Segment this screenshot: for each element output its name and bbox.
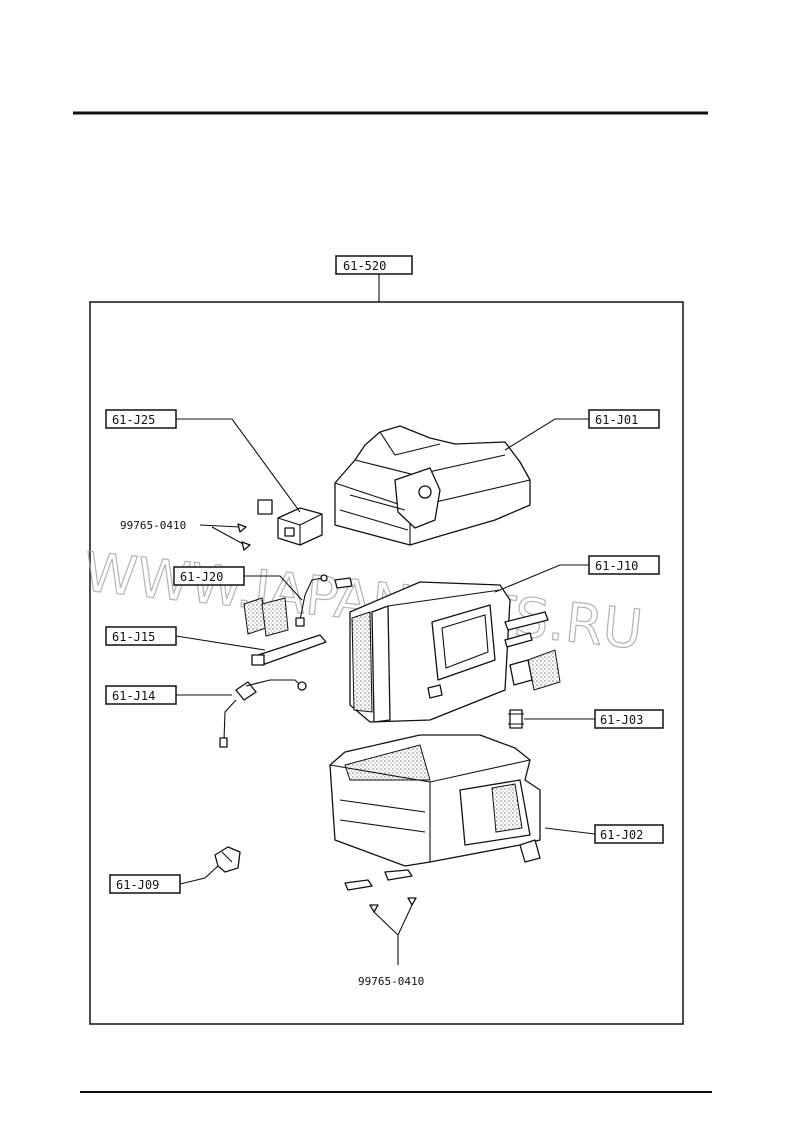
assembly-label-text: 61-520 xyxy=(343,259,386,273)
drain-tube-part[interactable] xyxy=(251,634,327,666)
label-61-J01[interactable]: 61-J01 xyxy=(588,409,660,429)
label-61-J15[interactable]: 61-J15 xyxy=(105,626,177,646)
svg-text:61-J10: 61-J10 xyxy=(595,559,638,573)
svg-text:61-J01: 61-J01 xyxy=(595,413,638,427)
screw-part-number-upper: 99765-0410 xyxy=(120,519,186,532)
clip-part[interactable] xyxy=(508,709,524,729)
clamp-part[interactable] xyxy=(214,846,241,873)
svg-text:61-J09: 61-J09 xyxy=(116,878,159,892)
screw-part-number-lower: 99765-0410 xyxy=(358,975,424,988)
assembly-label[interactable]: 61-520 xyxy=(335,255,413,275)
lower-screws[interactable] xyxy=(344,869,417,913)
upper-case-part[interactable] xyxy=(334,425,531,546)
label-61-J25[interactable]: 61-J25 xyxy=(105,409,177,429)
resistor-part[interactable] xyxy=(257,499,323,546)
label-61-J09[interactable]: 61-J09 xyxy=(109,874,181,894)
assembly-frame xyxy=(89,301,684,1025)
svg-text:61-J25: 61-J25 xyxy=(112,413,155,427)
evaporator-part[interactable] xyxy=(349,581,549,723)
lower-case-part[interactable] xyxy=(329,734,541,867)
seal-pad-left[interactable] xyxy=(243,597,289,637)
label-61-J02[interactable]: 61-J02 xyxy=(594,824,664,844)
svg-text:61-J02: 61-J02 xyxy=(600,828,643,842)
label-61-J20[interactable]: 61-J20 xyxy=(173,566,245,586)
screw-upper-leader xyxy=(199,524,246,546)
label-61-J03[interactable]: 61-J03 xyxy=(594,709,664,729)
label-61-J14[interactable]: 61-J14 xyxy=(105,685,177,705)
label-61-J10[interactable]: 61-J10 xyxy=(588,555,660,575)
svg-text:61-J14: 61-J14 xyxy=(112,689,155,703)
sensor-part[interactable] xyxy=(219,679,307,748)
screw-lower-leader xyxy=(373,904,413,965)
svg-text:61-J03: 61-J03 xyxy=(600,713,643,727)
svg-text:61-J15: 61-J15 xyxy=(112,630,155,644)
svg-text:61-J20: 61-J20 xyxy=(180,570,223,584)
screw-icon xyxy=(237,523,251,551)
thermistor-part[interactable] xyxy=(295,574,353,627)
seal-pad-right[interactable] xyxy=(509,649,561,691)
